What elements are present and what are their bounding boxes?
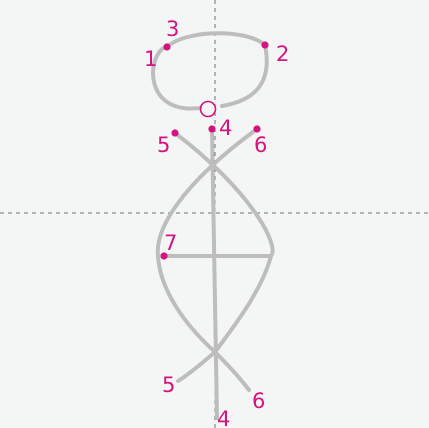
label-3: 3 bbox=[166, 17, 179, 41]
label-2: 2 bbox=[276, 42, 289, 66]
start-circle-marker bbox=[199, 100, 217, 118]
cross-stroke-right bbox=[155, 127, 259, 392]
label-7: 7 bbox=[164, 231, 177, 255]
figure-strokes bbox=[151, 31, 275, 420]
cross-stroke-left bbox=[173, 131, 275, 383]
label-6-top: 6 bbox=[254, 133, 267, 157]
start-dot-4 bbox=[208, 125, 216, 133]
start-dot-1 bbox=[163, 43, 171, 51]
start-dot-5 bbox=[171, 129, 179, 137]
label-5-top: 5 bbox=[157, 133, 170, 157]
label-4-top: 4 bbox=[219, 116, 232, 140]
start-dot-2 bbox=[261, 41, 269, 49]
start-dot-6 bbox=[253, 125, 261, 133]
label-1: 1 bbox=[144, 47, 157, 71]
vertical-stroke bbox=[210, 127, 219, 420]
start-dot-7 bbox=[160, 252, 168, 260]
label-5-bottom: 5 bbox=[162, 373, 175, 397]
label-6-bottom: 6 bbox=[252, 389, 265, 413]
start-points bbox=[160, 41, 269, 260]
label-4-bottom: 4 bbox=[217, 407, 230, 428]
stroke-number-labels: 1 2 3 4 5 6 7 5 6 4 bbox=[144, 17, 289, 428]
head-loop-stroke bbox=[151, 31, 269, 111]
